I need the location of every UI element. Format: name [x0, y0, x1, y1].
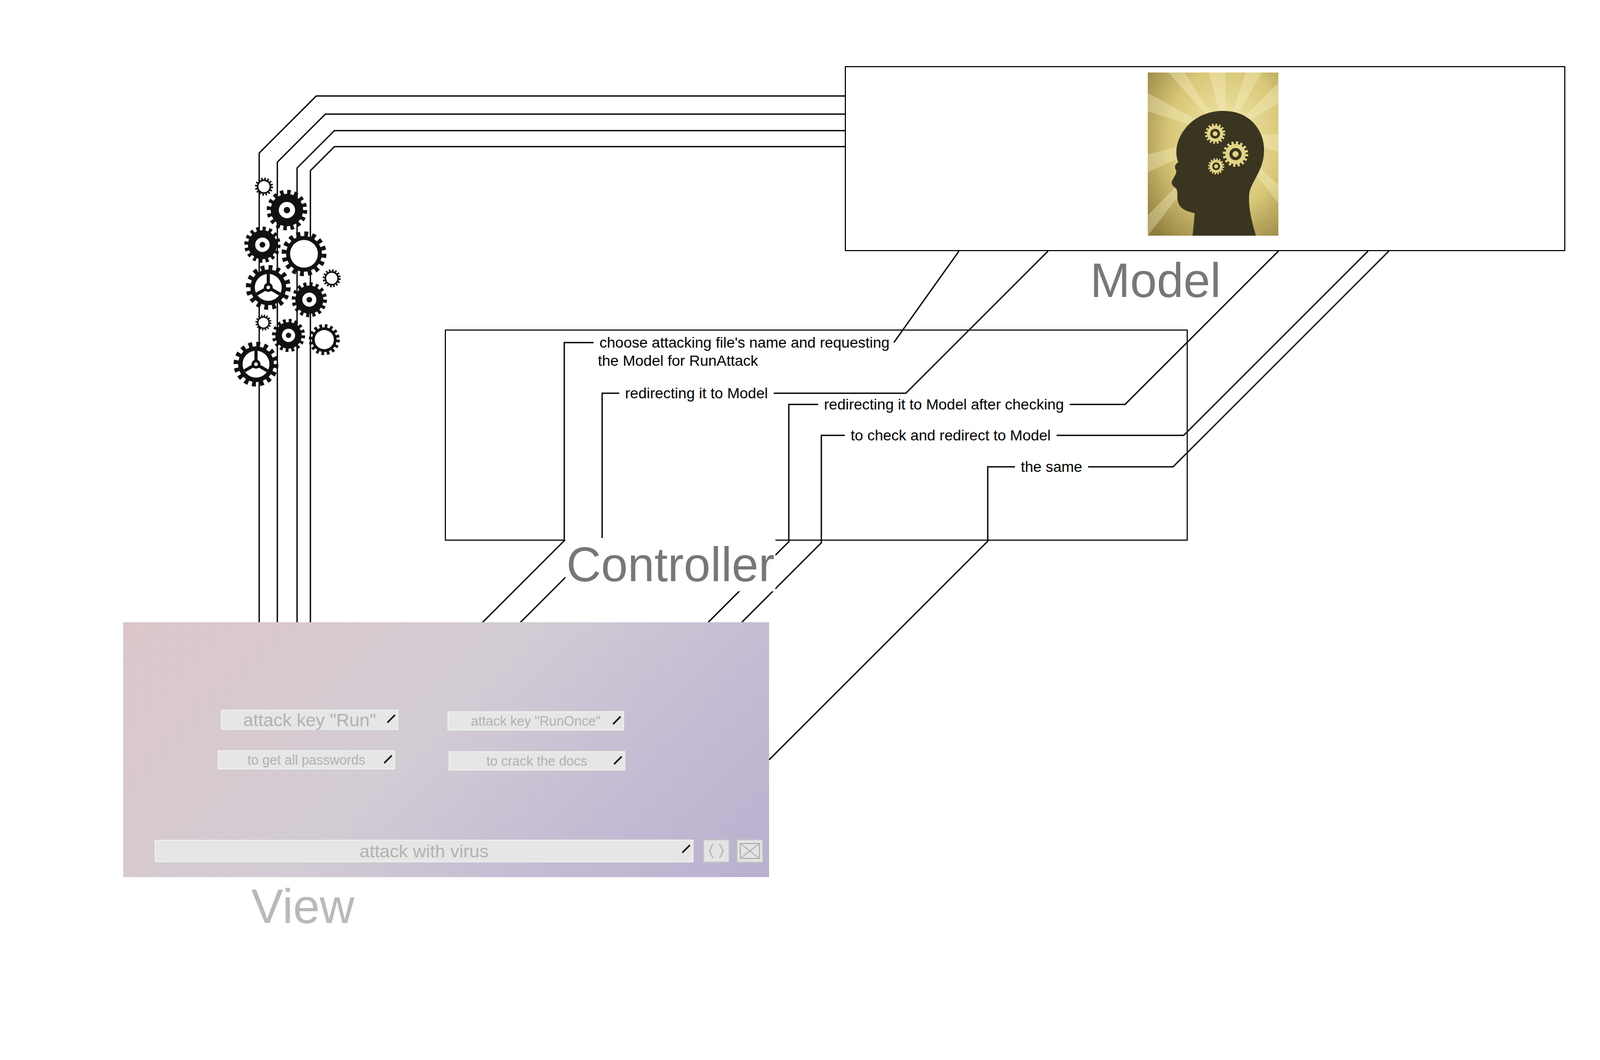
- field-text: to get all passwords: [247, 752, 366, 768]
- view-window: Viewattack key "Run"attack key "RunOnce"…: [123, 622, 770, 878]
- window-buttons: [702, 839, 765, 864]
- edge-label-text: choose attacking file's name and request…: [597, 334, 890, 370]
- layer-heading: Model: [1089, 256, 1222, 305]
- edge-label: to check and redirect to Model: [849, 426, 1053, 445]
- text-field: to crack the docs: [448, 750, 626, 772]
- edge-label: redirecting it to Model: [623, 384, 770, 403]
- edge-label: choose attacking file's name and request…: [597, 333, 897, 371]
- connector-line: [310, 146, 845, 623]
- field-text: attack key "RunOnce": [470, 713, 601, 729]
- connector-line: [277, 114, 845, 623]
- layer-heading: Controller: [565, 540, 776, 589]
- edge-label-text: redirecting it to Model after checking: [822, 396, 1066, 413]
- connector-line: [708, 251, 1279, 623]
- edge-label: the same: [1019, 458, 1084, 477]
- controller-box: Controller: [444, 329, 1188, 541]
- text-field: attack key "Run": [220, 709, 399, 731]
- field-text: attack key "Run": [243, 709, 376, 731]
- brain-picture: [1147, 72, 1279, 236]
- edge-label: redirecting it to Model after checking: [822, 395, 1066, 414]
- edge-label-text: to check and redirect to Model: [849, 427, 1053, 444]
- heading-text: Model: [1089, 253, 1222, 308]
- heading-text: Controller: [565, 538, 776, 592]
- connector-line: [297, 130, 845, 623]
- model-box: Model: [844, 66, 1566, 252]
- field-text: to crack the docs: [486, 753, 588, 769]
- edge-label-text: the same: [1019, 458, 1084, 476]
- text-field: to get all passwords: [217, 749, 396, 771]
- gears: [236, 178, 340, 384]
- connector-line: [741, 251, 1368, 623]
- edge-label-text: redirecting it to Model: [623, 385, 770, 402]
- field-text: attack with virus: [359, 841, 489, 862]
- text-field: attack with virus: [154, 839, 694, 863]
- layer-heading: View: [250, 882, 356, 931]
- heading-text: View: [250, 880, 356, 934]
- text-field: attack key "RunOnce": [446, 710, 625, 732]
- connector-line: [769, 251, 1389, 760]
